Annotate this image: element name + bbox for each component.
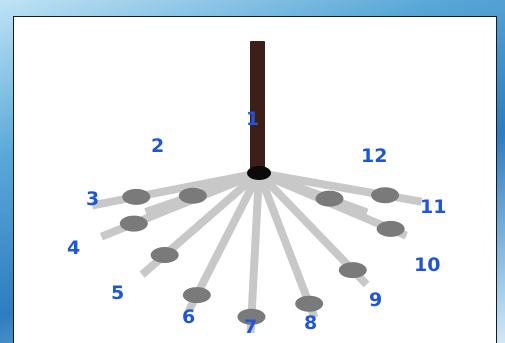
hour-label-10: 10 [414,254,440,276]
shadow-oval-5 [151,247,179,263]
hour-label-12: 12 [361,145,387,167]
shadow-oval-8 [295,296,323,312]
shadow-oval-3 [122,189,150,205]
shadow-oval-10 [377,221,405,237]
shadow-oval-6 [183,287,211,303]
hour-label-8: 8 [304,312,317,334]
hour-label-1: 1 [246,108,259,130]
shadow-oval-2 [179,188,207,204]
shadow-oval-9 [339,262,367,278]
gnomon-base [247,166,271,180]
hour-label-9: 9 [369,289,382,311]
shadow-oval-11 [371,187,399,203]
hour-label-3: 3 [86,188,99,210]
shadow-oval-12 [315,191,343,207]
hour-label-2: 2 [151,135,164,157]
hour-label-7: 7 [244,316,257,338]
hour-label-11: 11 [420,196,446,218]
hour-label-5: 5 [111,282,124,304]
shadow-oval-4 [120,216,148,232]
hour-label-6: 6 [182,306,195,328]
hour-label-4: 4 [67,237,80,259]
